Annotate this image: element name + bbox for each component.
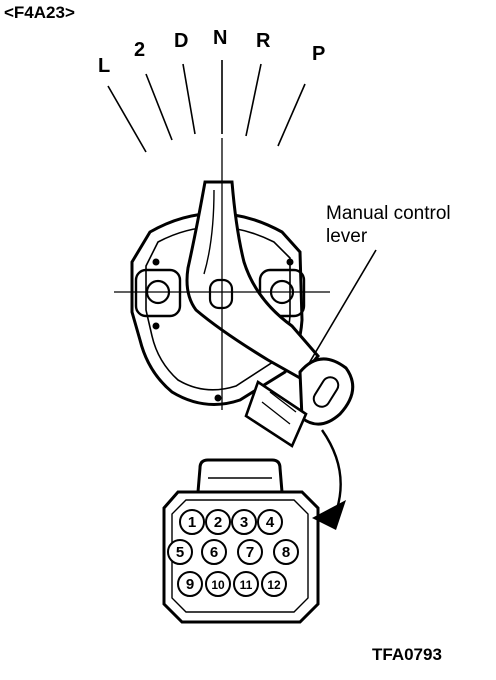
lever-tip [298, 357, 355, 426]
screw-right-top [286, 258, 294, 266]
pin-10-circle [205, 571, 231, 597]
figure-code: TFA0793 [372, 645, 442, 664]
lever-edge-line [203, 189, 215, 275]
callout-text-line1: Manual control [326, 203, 451, 224]
pin-7-circle [237, 539, 263, 565]
manual-control-lever [185, 180, 355, 426]
pin-4-label: 4 [266, 514, 275, 531]
pin-7-label: 7 [246, 544, 254, 561]
position-label-d: D [174, 30, 188, 52]
lever-callout: Manual control lever [307, 203, 451, 366]
connector-pin-grid: 1 2 3 4 5 6 7 8 9 10 11 12 [167, 509, 299, 597]
shift-position-labels: L 2 D N R P [98, 27, 325, 77]
pin-6-circle [201, 539, 227, 565]
lever-tip-slot [312, 376, 340, 408]
switch-harness [244, 379, 308, 448]
model-label: <F4A23> [4, 3, 75, 22]
callout-text-line2: lever [326, 226, 368, 247]
pin-3-circle [231, 509, 257, 535]
pin-9-label: 9 [186, 576, 194, 593]
indicator-line-2 [145, 73, 173, 141]
connector-face [162, 458, 320, 624]
indicator-line-d [182, 63, 196, 135]
pin-9-circle [177, 571, 203, 597]
position-label-p: P [312, 43, 325, 65]
pin-11-label: 11 [240, 578, 253, 592]
pin-2-circle [205, 509, 231, 535]
arrow-shaft [321, 429, 342, 513]
connector-housing [162, 490, 320, 624]
screw-bottom [214, 394, 222, 402]
connector-pointer-arrow [312, 429, 346, 530]
position-label-n: N [213, 27, 227, 49]
screw-left-top [152, 258, 160, 266]
indicator-line-r [245, 63, 262, 137]
left-mount-ear [134, 268, 182, 318]
pin-3-label: 3 [240, 514, 248, 531]
pin-8-circle [273, 539, 299, 565]
position-label-l: L [98, 55, 110, 77]
lever-center-slot [208, 278, 234, 310]
position-label-2: 2 [134, 39, 145, 61]
pin-12-label: 12 [267, 578, 281, 592]
pin-11-circle [233, 571, 259, 597]
pin-10-label: 10 [211, 578, 225, 592]
pin-4-circle [257, 509, 283, 535]
indicator-line-p [277, 83, 306, 147]
harness-detail-lines [261, 391, 297, 425]
harness-body [244, 379, 308, 448]
pin-2-label: 2 [214, 514, 222, 531]
lever-arm [185, 180, 320, 380]
arrow-head [312, 500, 346, 530]
pin-8-label: 8 [282, 544, 290, 561]
pin-1-circle [179, 509, 205, 535]
pin-5-circle [167, 539, 193, 565]
pin-6-label: 6 [210, 544, 218, 561]
position-label-r: R [256, 30, 271, 52]
centre-lines [114, 138, 330, 410]
position-indicator-lines [107, 60, 306, 153]
pin-12-circle [261, 571, 287, 597]
pin-1-label: 1 [188, 514, 196, 531]
screw-left-bottom [152, 322, 160, 330]
pin-5-label: 5 [176, 544, 184, 561]
indicator-line-l [107, 85, 147, 153]
callout-leader-line [307, 249, 377, 366]
connector-latch [196, 458, 284, 494]
